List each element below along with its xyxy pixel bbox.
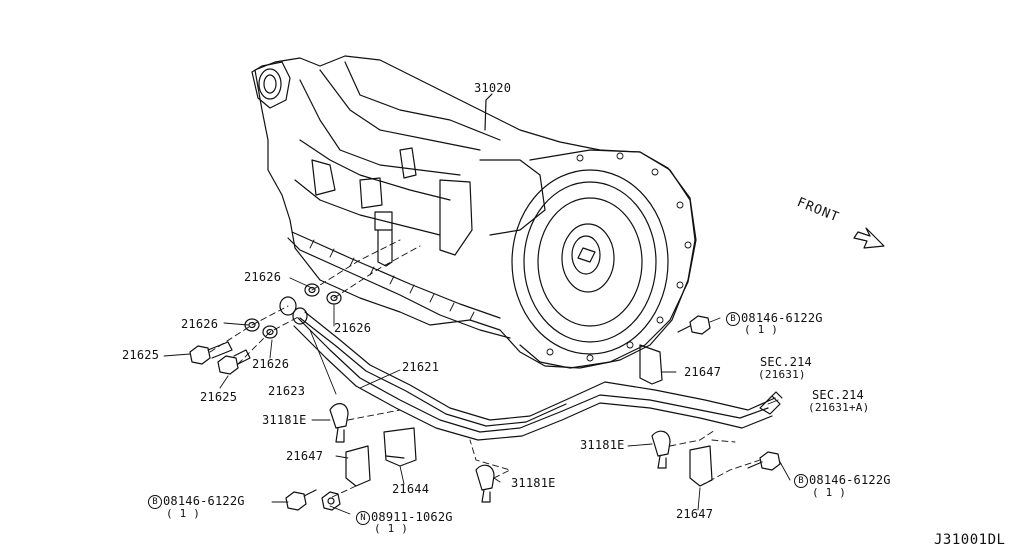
bolt-top-code: 08146-6122G — [741, 311, 823, 325]
tube-brackets — [329, 344, 761, 499]
callout-washer-low: 21626 — [252, 357, 290, 371]
nut-n-badge-icon: N — [356, 511, 370, 525]
callout-clamp-mid: 31181E — [580, 438, 625, 452]
sec-ref-b-line1: SEC.214 — [812, 388, 864, 402]
callout-washer-left: 21626 — [181, 317, 219, 331]
callout-bracket-upper: 21647 — [684, 365, 722, 379]
transmission-assembly — [251, 55, 697, 369]
leader-lines — [163, 277, 791, 515]
callout-bracket-small: 21644 — [392, 482, 430, 496]
callout-transmission: 31020 — [474, 81, 512, 95]
bolt-b-badge-icon: B — [148, 495, 162, 509]
union-fittings — [189, 239, 421, 375]
sec-ref-b-line2: (21631+A) — [808, 401, 870, 414]
bolt-b-badge-icon: B — [794, 474, 808, 488]
sec-ref-a-line1: SEC.214 — [760, 355, 812, 369]
callout-union-bolt-b: 21625 — [200, 390, 238, 404]
bolt-b-badge-icon: B — [726, 312, 740, 326]
callout-bracket-right: 21647 — [676, 507, 714, 521]
sec-ref-a-line2: (21631) — [758, 368, 806, 381]
document-id: J31001DL — [934, 532, 1006, 548]
fasteners — [285, 315, 781, 511]
callout-clamp-right: 31181E — [511, 476, 556, 490]
callout-nut-left-qty: ( 1 ) — [374, 522, 409, 535]
callout-bolt-top-qty: ( 1 ) — [744, 323, 779, 336]
front-direction-arrow — [853, 227, 885, 249]
callout-washer-mid: 21626 — [334, 321, 372, 335]
callout-bolt-left-qty: ( 1 ) — [166, 507, 201, 520]
callout-tube-left: 21623 — [268, 384, 306, 398]
bolt-left-code: 08146-6122G — [163, 494, 245, 508]
callout-tube-right: 21621 — [402, 360, 440, 374]
callout-bolt-right-qty: ( 1 ) — [812, 486, 847, 499]
nut-left-code: 08911-1062G — [371, 510, 453, 524]
callout-clamp-upper: 31181E — [262, 413, 307, 427]
callout-washer-top: 21626 — [244, 270, 282, 284]
tube-clamps — [329, 403, 716, 503]
callout-bracket-left: 21647 — [286, 449, 324, 463]
bolt-right-code: 08146-6122G — [809, 473, 891, 487]
callout-union-bolt-a: 21625 — [122, 348, 160, 362]
cooler-tube-assembly — [293, 311, 783, 441]
